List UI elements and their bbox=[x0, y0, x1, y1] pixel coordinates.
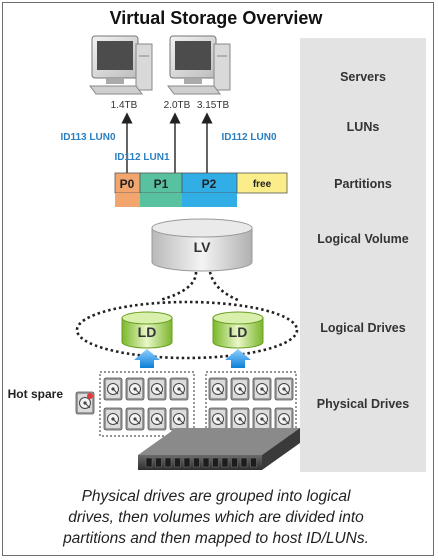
drive-slot bbox=[145, 457, 153, 468]
layer-panel bbox=[300, 38, 426, 472]
hard-drive-icon bbox=[169, 377, 189, 401]
hard-drive-icon bbox=[147, 407, 167, 431]
hard-drive-icon bbox=[125, 377, 145, 401]
logical-volume-cylinder: LV bbox=[151, 218, 253, 272]
capacity-label: 1.4TB bbox=[111, 100, 138, 111]
physical-drives bbox=[75, 377, 294, 431]
hard-drive-icon bbox=[274, 407, 294, 431]
hard-drive-icon bbox=[230, 377, 250, 401]
drive-slot bbox=[221, 457, 229, 468]
hard-drive-icon bbox=[169, 407, 189, 431]
server-computer-icon bbox=[89, 35, 153, 95]
drive-slot bbox=[250, 457, 257, 468]
logical-drive-cylinder: LD bbox=[212, 311, 264, 349]
drive-slot bbox=[183, 457, 191, 468]
caption-line: Physical drives are grouped into logical bbox=[81, 488, 351, 505]
caption-line: drives, then volumes which are divided i… bbox=[68, 509, 364, 526]
hard-drive-icon bbox=[103, 407, 123, 431]
luns-layer-label: LUNs bbox=[347, 120, 380, 134]
partition-shade bbox=[182, 193, 237, 207]
partition-label: P1 bbox=[154, 177, 169, 191]
physical-drives-layer-label: Physical Drives bbox=[317, 397, 409, 411]
diagram-caption: Physical drives are grouped into logical… bbox=[0, 486, 432, 549]
hard-drive-icon bbox=[252, 377, 272, 401]
grouping-arrow-icon bbox=[225, 349, 251, 368]
grouping-arrow-icon bbox=[134, 349, 160, 368]
volume-link-dotted bbox=[159, 271, 198, 302]
physical-drive-group bbox=[99, 371, 195, 437]
logical-drive-label: LD bbox=[138, 324, 157, 340]
hard-drive-icon bbox=[125, 407, 145, 431]
capacity-label: 3.15TB bbox=[197, 100, 230, 111]
drive-slot bbox=[212, 457, 219, 468]
drive-slot bbox=[174, 457, 181, 468]
lun-label: ID112 LUN1 bbox=[114, 152, 169, 163]
partition-segment bbox=[236, 172, 288, 194]
servers-layer-label: Servers bbox=[340, 70, 386, 84]
partition-label: P2 bbox=[202, 177, 217, 191]
drive-slot bbox=[164, 457, 172, 468]
capacity-label: 2.0TB bbox=[164, 100, 191, 111]
hard-drive-icon bbox=[208, 377, 228, 401]
lun-label: ID112 LUN0 bbox=[221, 132, 276, 143]
physical-drive-group bbox=[205, 371, 297, 437]
logical-drives-layer-label: Logical Drives bbox=[320, 321, 405, 335]
drive-slot bbox=[202, 457, 210, 468]
hot-spare-drive-icon bbox=[75, 391, 95, 415]
partition-bar: P0 P1 P2 free bbox=[114, 172, 288, 207]
volume-link-dotted bbox=[208, 271, 239, 302]
partition-label: P0 bbox=[120, 177, 135, 191]
drive-slot bbox=[155, 457, 162, 468]
partition-shade bbox=[140, 193, 182, 207]
drive-slot bbox=[240, 457, 248, 468]
storage-enclosure-icon bbox=[138, 428, 300, 470]
logical-volume-label: LV bbox=[194, 239, 212, 255]
hard-drive-icon bbox=[230, 407, 250, 431]
hard-drive-icon bbox=[208, 407, 228, 431]
hard-drive-icon bbox=[274, 377, 294, 401]
drive-slot bbox=[193, 457, 200, 468]
hard-drive-icon bbox=[252, 407, 272, 431]
caption-line: partitions and then mapped to host ID/LU… bbox=[63, 530, 369, 547]
drive-slot bbox=[231, 457, 238, 468]
partition-label: free bbox=[253, 179, 272, 190]
hard-drive-icon bbox=[103, 377, 123, 401]
logical-drive-group-ring bbox=[75, 300, 299, 360]
diagram-title: Virtual Storage Overview bbox=[109, 8, 323, 28]
partitions-layer-label: Partitions bbox=[334, 177, 392, 191]
partition-shade bbox=[115, 193, 140, 207]
hot-spare-label: Hot spare bbox=[8, 387, 64, 401]
logical-drive-label: LD bbox=[229, 324, 248, 340]
lun-label: ID113 LUN0 bbox=[60, 132, 115, 143]
hard-drive-icon bbox=[147, 377, 167, 401]
logical-drive-cylinder: LD bbox=[121, 311, 173, 349]
server-computer-icon bbox=[167, 35, 231, 95]
logical-volume-layer-label: Logical Volume bbox=[317, 232, 408, 246]
